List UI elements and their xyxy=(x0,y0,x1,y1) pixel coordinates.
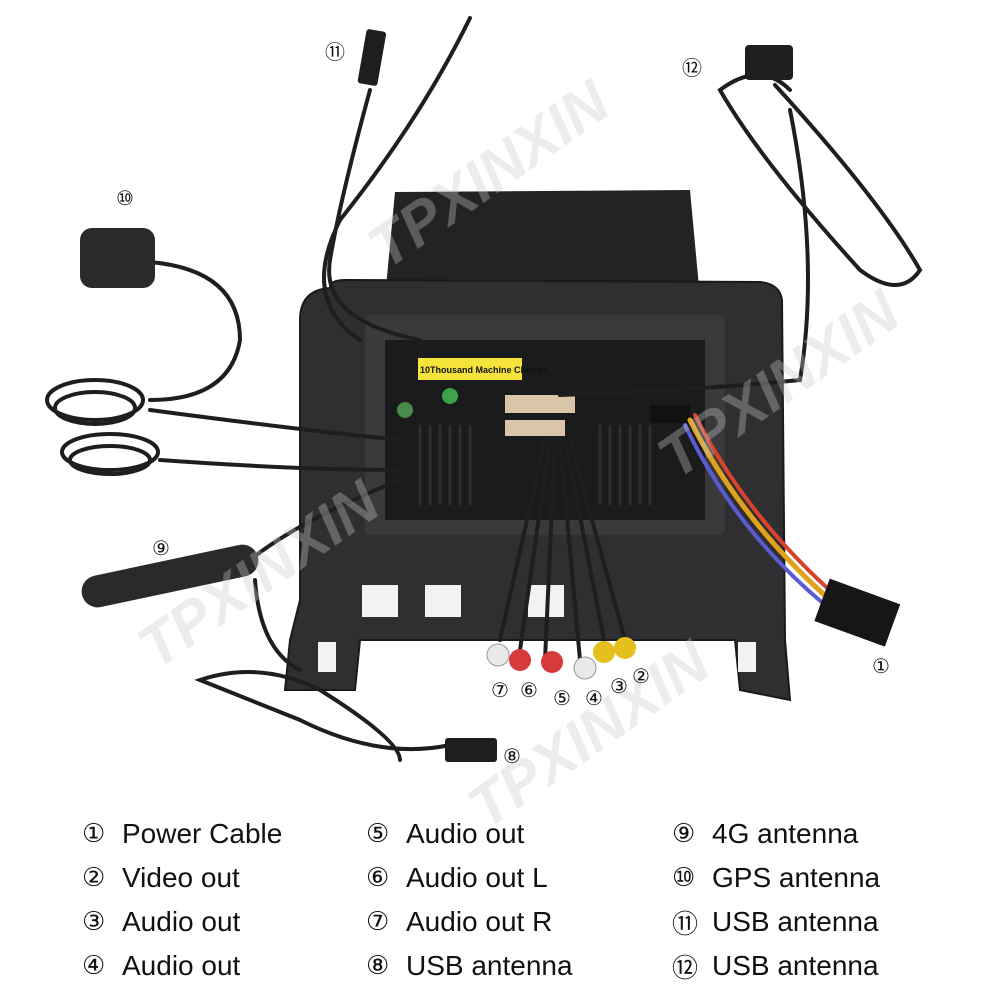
screen-back xyxy=(385,190,700,298)
callout-5: ⑤ xyxy=(553,686,571,710)
callout-10: ⑩ xyxy=(116,186,134,210)
sticker-text: 10Thousand Machine Change xyxy=(420,365,547,375)
callout-3: ③ xyxy=(610,674,628,698)
power-connector xyxy=(814,578,901,647)
product-photo: 10Thousand Machine Change xyxy=(45,16,923,762)
callout-1: ① xyxy=(872,654,890,678)
callout-12: ⑫ xyxy=(682,56,702,80)
spec-sticker xyxy=(418,358,522,380)
callout-11: ⑪ xyxy=(325,40,345,64)
gps-antenna xyxy=(80,228,155,288)
callout-8: ⑧ xyxy=(503,744,521,768)
callout-9: ⑨ xyxy=(152,536,170,560)
callout-2: ② xyxy=(632,664,650,688)
callout-6: ⑥ xyxy=(520,678,538,702)
4g-antenna xyxy=(81,544,259,608)
callout-4: ④ xyxy=(585,686,603,710)
green-connector xyxy=(442,388,458,404)
callout-7: ⑦ xyxy=(491,678,509,702)
